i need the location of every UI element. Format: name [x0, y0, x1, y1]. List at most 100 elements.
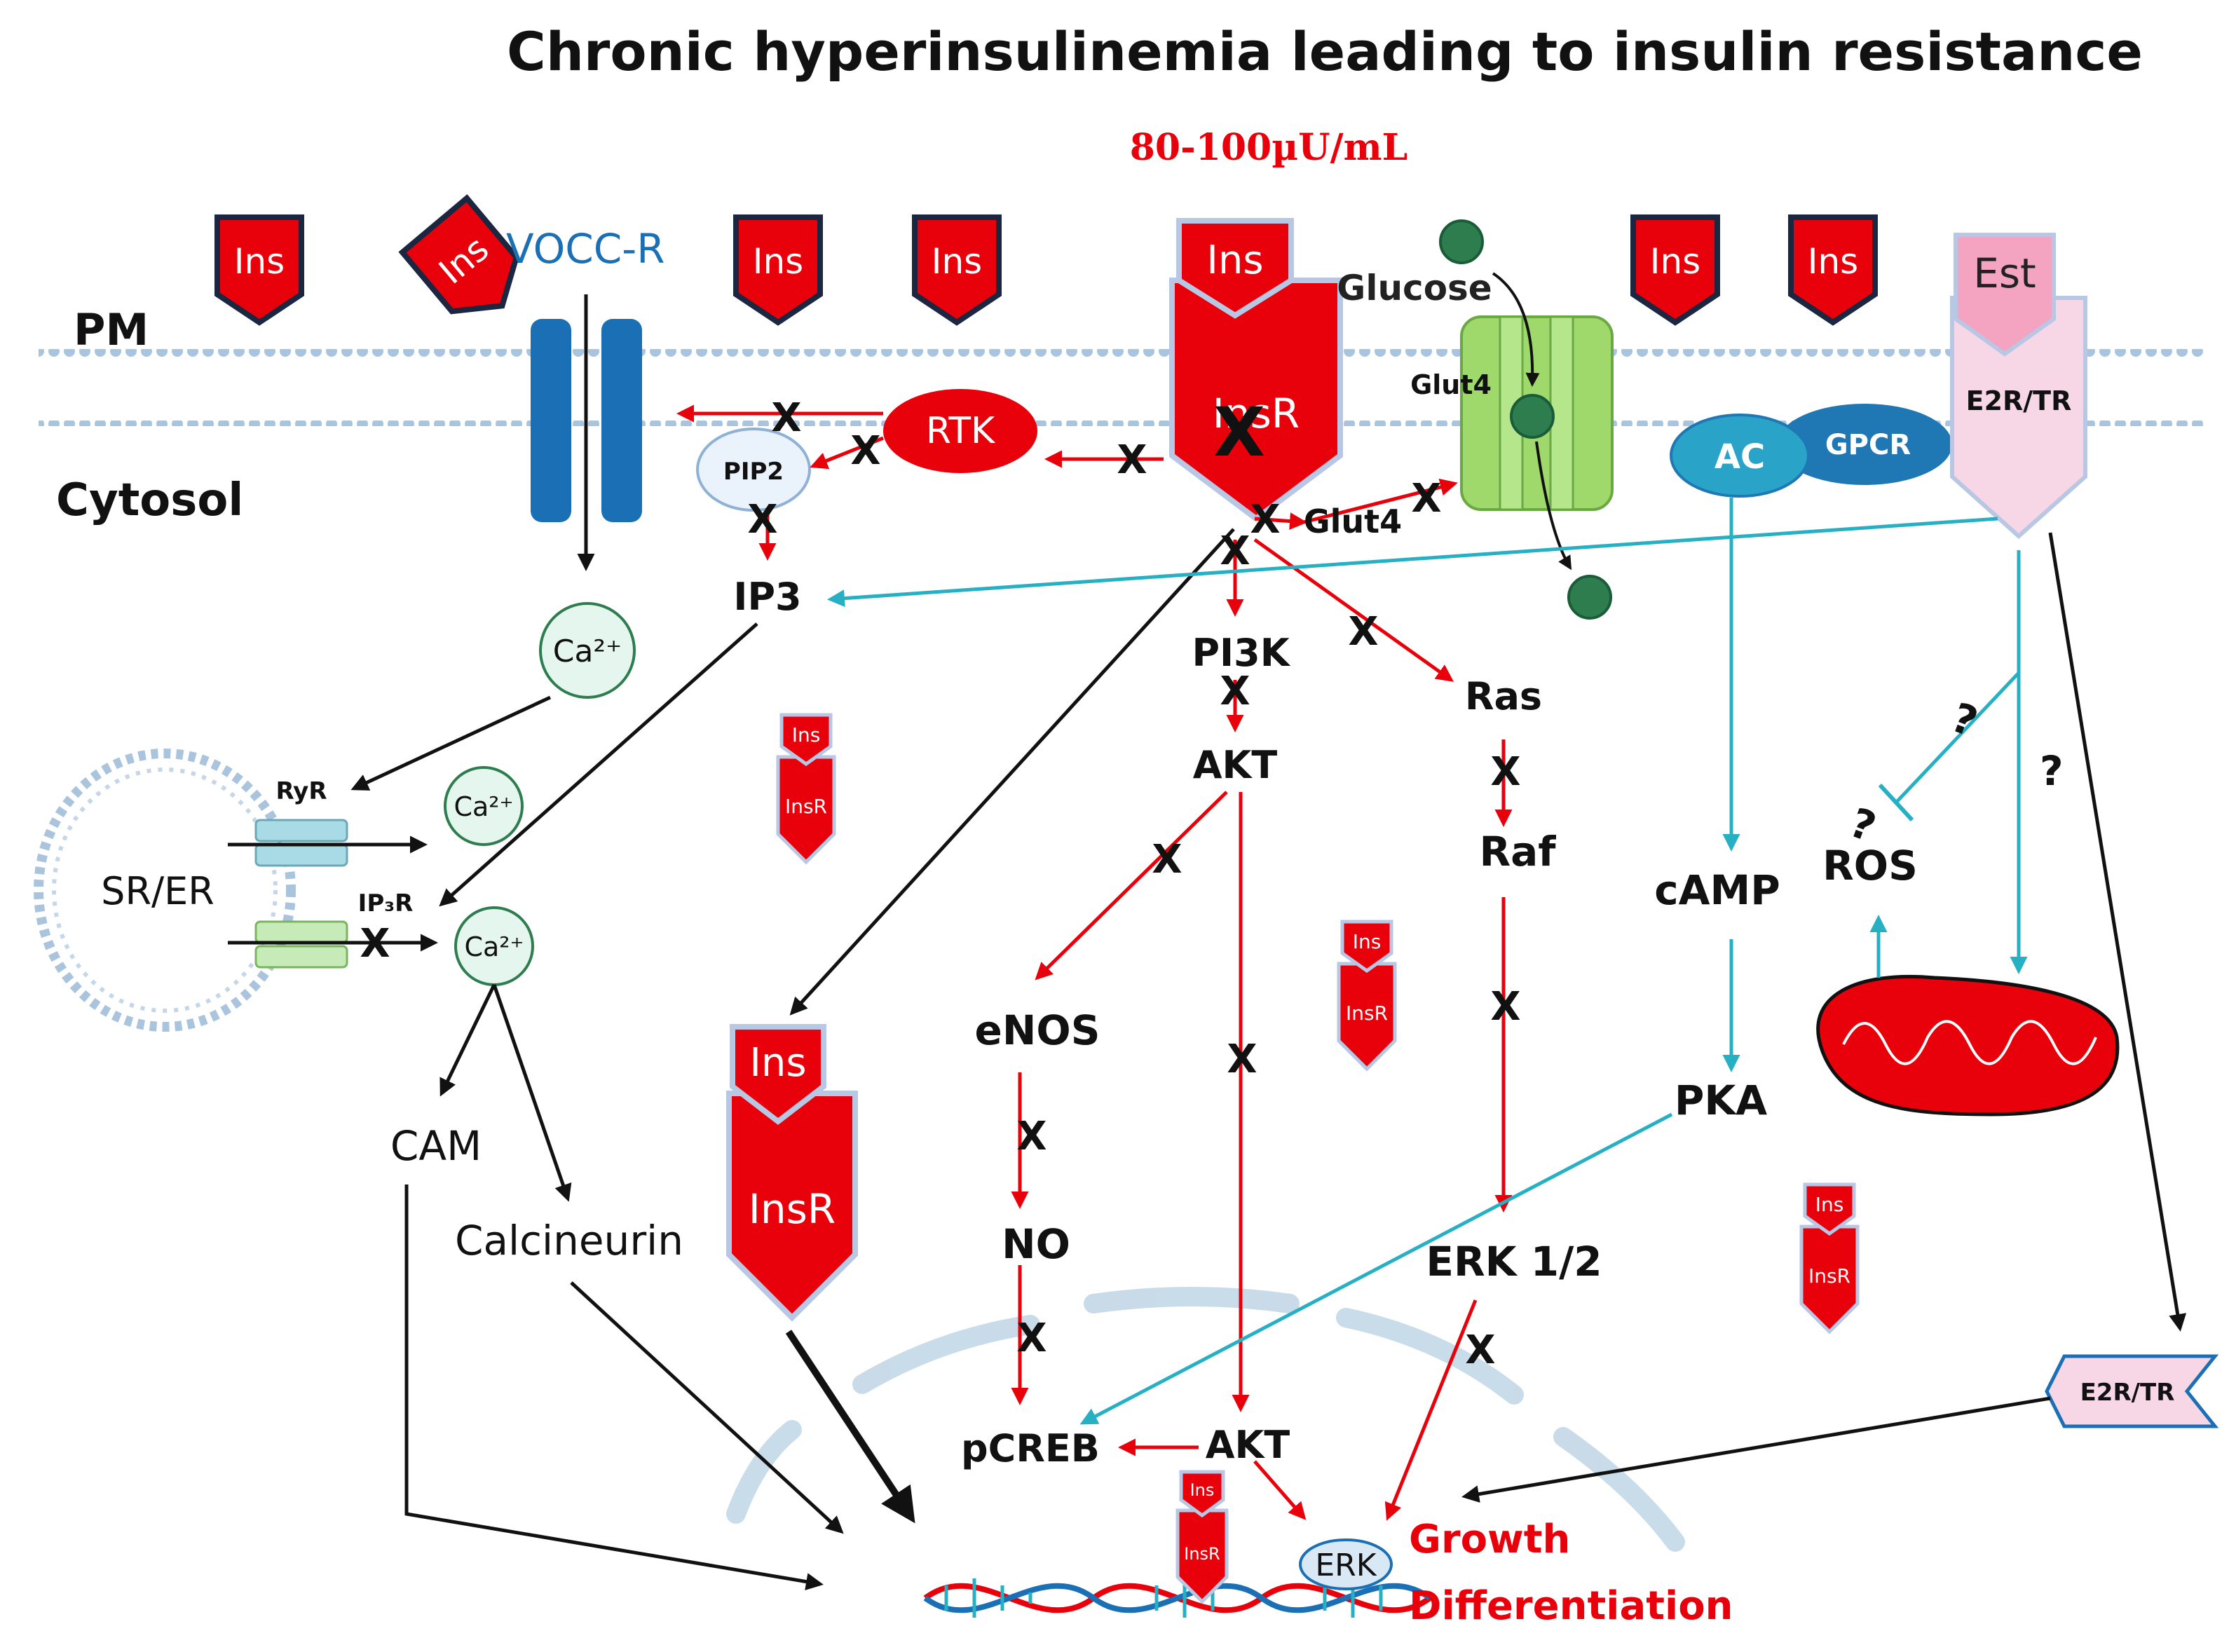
- internalized-insr-small: Ins InsR: [776, 713, 836, 865]
- ip3r-label: IP₃R: [358, 889, 414, 917]
- calcium-ion: [539, 602, 636, 699]
- internalized-insr-small: Ins InsR: [1175, 1470, 1229, 1604]
- cam-label: CAM: [390, 1122, 482, 1170]
- svg-text:InsR: InsR: [749, 1185, 836, 1233]
- nuclear-envelope: [726, 1287, 1685, 1552]
- ins-ligand: Ins: [214, 214, 304, 326]
- erk-label: ERK: [1315, 1548, 1377, 1583]
- svg-text:InsR: InsR: [1213, 390, 1300, 437]
- vocc-channel-left: [531, 319, 571, 522]
- ryr-label: RyR: [276, 777, 327, 805]
- svg-text:Ins: Ins: [1650, 241, 1701, 282]
- block-mark: X: [1016, 1316, 1047, 1361]
- diagram-title: Chronic hyperinsulinemia leading to insu…: [507, 20, 2143, 83]
- vocc-channel-right: [601, 319, 642, 522]
- internalized-insr-small: Ins InsR: [1337, 920, 1397, 1072]
- svg-text:E2R/TR: E2R/TR: [1966, 385, 2072, 416]
- block-mark: X: [1220, 669, 1250, 714]
- differentiation-label: Differentiation: [1409, 1583, 1733, 1629]
- ins-ligand: Ins: [733, 214, 823, 326]
- glucose-molecule: [1567, 575, 1612, 620]
- svg-text:Ins: Ins: [932, 241, 983, 282]
- erk-nuclear: [1299, 1538, 1393, 1590]
- ac-label: AC: [1715, 437, 1765, 477]
- pip2-label: PIP2: [723, 458, 784, 486]
- block-mark: X: [1016, 1114, 1047, 1159]
- svg-text:InsR: InsR: [785, 795, 827, 818]
- glucose-molecule: [1510, 394, 1555, 439]
- svg-text:InsR: InsR: [1346, 1002, 1388, 1025]
- svg-text:Ca²⁺: Ca²⁺: [454, 791, 513, 822]
- no-label: NO: [1002, 1220, 1070, 1268]
- raf-label: Raf: [1479, 828, 1556, 875]
- block-mark: X: [1465, 1327, 1495, 1373]
- akt-label: AKT: [1193, 743, 1278, 787]
- svg-text:Ins: Ins: [1206, 238, 1263, 283]
- cytosol-label: Cytosol: [56, 475, 243, 526]
- vocc-label: VOCC-R: [506, 225, 665, 273]
- internalized-insr-large: Ins InsR: [726, 1024, 858, 1322]
- block-mark: X: [747, 497, 777, 542]
- pip2: [696, 428, 811, 512]
- internalized-insr-small: Ins InsR: [1799, 1182, 1860, 1334]
- dna-helix: [923, 1578, 1432, 1618]
- pcreb-label: pCREB: [961, 1426, 1100, 1470]
- svg-text:Ins: Ins: [1808, 241, 1859, 282]
- sr-er: [34, 749, 296, 1032]
- pi3k-label: PI3K: [1192, 631, 1290, 675]
- block-mark: X: [1348, 609, 1378, 655]
- block-mark: X: [1117, 437, 1147, 483]
- gpcr: [1777, 404, 1952, 485]
- unknown-mark: ?: [2040, 747, 2064, 795]
- concentration-label: 80-100µU/mL: [1130, 126, 1407, 169]
- svg-text:Ins: Ins: [1815, 1193, 1844, 1216]
- mitochondrion: [1816, 974, 2120, 1117]
- e2r-tr-nuclear: E2R/TR: [2045, 1354, 2219, 1428]
- block-mark: X: [1411, 476, 1441, 521]
- svg-text:Ins: Ins: [1353, 930, 1382, 953]
- ros-label: ROS: [1822, 842, 1918, 889]
- ins-ligand: Ins: [1630, 214, 1720, 326]
- ac: [1670, 414, 1810, 498]
- gpcr-label: GPCR: [1825, 429, 1911, 461]
- svg-text:Ins: Ins: [1190, 1480, 1215, 1500]
- block-mark: X: [360, 921, 390, 967]
- ip3r-channel: [254, 920, 348, 944]
- svg-text:Est: Est: [1973, 250, 2036, 297]
- akt-nuclear-label: AKT: [1206, 1423, 1290, 1467]
- glucose-molecule: [1439, 219, 1484, 264]
- block-mark: X: [850, 428, 880, 474]
- ins-ligand: Ins: [398, 194, 520, 315]
- e2r-tr-receptor: Est E2R/TR: [1950, 233, 2087, 540]
- camp-label: cAMP: [1654, 866, 1780, 914]
- erk12-label: ERK 1/2: [1426, 1238, 1602, 1285]
- block-mark: X: [771, 395, 801, 441]
- insr-receptor: Ins InsR: [1169, 218, 1343, 522]
- block-mark-large: X: [1213, 393, 1265, 472]
- svg-text:Ins: Ins: [749, 1040, 806, 1086]
- block-mark: X: [1152, 837, 1182, 882]
- growth-label: Growth: [1409, 1517, 1570, 1562]
- svg-text:InsR: InsR: [1808, 1264, 1850, 1288]
- svg-text:Ca²⁺: Ca²⁺: [553, 634, 622, 669]
- enos-label: eNOS: [975, 1006, 1100, 1054]
- svg-text:E2R/TR: E2R/TR: [2080, 1379, 2175, 1407]
- ip3-label: IP3: [733, 575, 801, 619]
- svg-text:Ins: Ins: [792, 723, 821, 746]
- block-mark: X: [1490, 749, 1520, 795]
- block-mark: X: [1227, 1037, 1257, 1082]
- rtk: [883, 389, 1037, 473]
- svg-text:Ins: Ins: [234, 241, 285, 282]
- svg-text:Ca²⁺: Ca²⁺: [464, 931, 524, 962]
- ras-label: Ras: [1465, 674, 1542, 718]
- glut4-cytosol-label: Glut4: [1304, 503, 1402, 540]
- svg-text:InsR: InsR: [1184, 1544, 1220, 1564]
- pm-label: PM: [74, 304, 149, 355]
- ins-ligand: Ins: [1788, 214, 1878, 326]
- calcineurin-label: Calcineurin: [455, 1217, 683, 1264]
- calcium-ion: [444, 766, 524, 846]
- ins-ligand: Ins: [912, 214, 1002, 326]
- ryr-channel: [254, 819, 348, 842]
- block-mark: X: [1220, 528, 1250, 574]
